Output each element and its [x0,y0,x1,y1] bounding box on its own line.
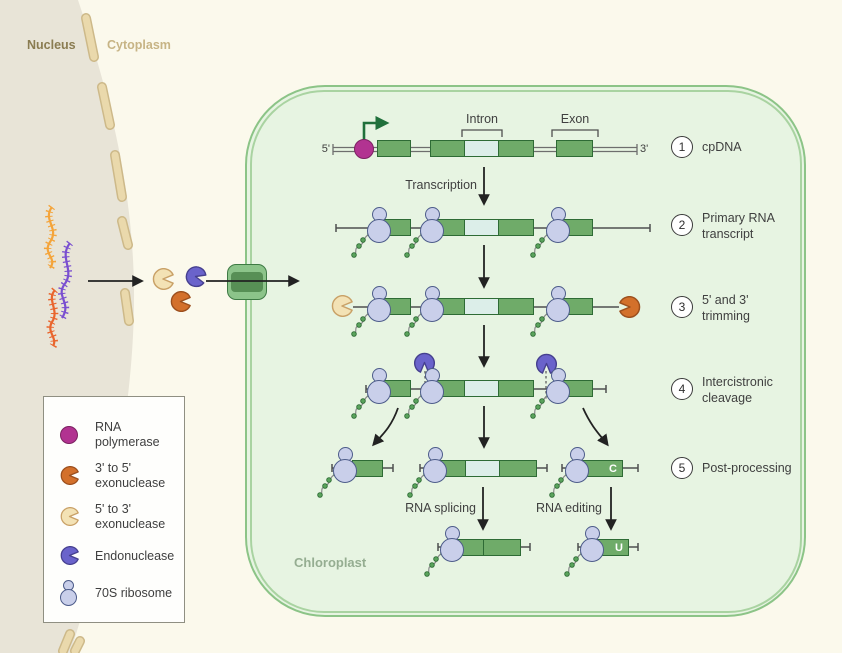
edited-base-c: C [609,462,617,475]
gene-box [377,140,411,157]
ribosome-70s [530,368,571,419]
step-number: 5 [678,461,686,475]
gene-box [498,298,534,315]
step-number: 1 [678,140,686,154]
step-number: 2 [678,218,686,232]
step-circle-2: 2 [671,214,693,236]
ribosome-70s [407,447,448,498]
edited-base-u: U [615,541,623,554]
step-circle-5: 5 [671,457,693,479]
gene-box [430,140,465,157]
legend-item-endonuclease: Endonuclease [56,537,174,574]
intron-box [464,219,499,236]
3-to-5-exonuclease-icon [170,291,191,312]
3-to-5-exonuclease-icon [619,296,641,318]
ribosome-70s [564,526,605,577]
nucleus-label: Nucleus [27,38,76,52]
ribosome-70s [351,368,392,419]
endonuclease-icon [185,266,207,288]
ribosome-70s [317,447,358,498]
ribosome-70s [404,286,445,337]
exon-box [556,140,593,157]
legend-item-5-to-3-exonuclease: 5' to 3'exonuclease [56,496,174,537]
membrane-channel-icon [227,264,267,300]
mrna-squiggle-red [46,287,59,348]
intron-box [464,140,499,157]
chloroplast-label: Chloroplast [294,555,367,570]
mrna-squiggle-orange [44,204,57,271]
ribosome-70s [404,207,445,258]
gene-box [483,539,521,556]
step-label-cpdna: cpDNA [702,140,742,154]
legend-item-3-to-5-exonuclease: 3' to 5'exonuclease [56,455,174,496]
intron-label: Intron [466,112,498,126]
step-label-trimming: 5' and 3'trimming [702,293,750,323]
ribosome-70s [530,286,571,337]
5-to-3-exonuclease-icon [152,268,174,290]
gene-box [499,460,537,477]
rna-polymerase-icon [60,425,78,444]
step-circle-1: 1 [671,136,693,158]
step-number: 3 [678,300,686,314]
5-to-3-exonuclease-icon [331,295,353,317]
three-prime-label: 3' [640,143,649,155]
3-to-5-exonuclease-icon [60,466,79,486]
five-prime-label: 5' [321,143,330,155]
ribosome-70s [404,368,445,419]
gene-box [498,140,534,157]
step-label-post-processing: Post-processing [702,461,792,475]
5-to-3-exonuclease-icon [60,507,79,527]
ribosome-70s-icon [60,579,78,607]
ribosome-70s [351,286,392,337]
rna-polymerase-icon [354,139,374,159]
exon-label: Exon [560,112,590,126]
step-circle-4: 4 [671,378,693,400]
step-number: 4 [678,382,686,396]
intron-box [464,298,499,315]
rna-splicing-label: RNA splicing [405,501,476,515]
ribosome-70s [549,447,590,498]
intron-box [464,380,499,397]
legend-item-70s-ribosome: 70S ribosome [56,575,174,612]
ribosome-70s [351,207,392,258]
gene-box [498,219,534,236]
intron-box [465,460,500,477]
mrna-squiggle-purple [57,240,74,321]
endonuclease-icon [60,546,79,566]
step-circle-3: 3 [671,296,693,318]
chloroplast-membrane [245,85,806,617]
rna-editing-label: RNA editing [535,501,602,515]
transcription-label: Transcription [405,178,477,192]
ribosome-70s [424,526,465,577]
gene-box [498,380,534,397]
cytoplasm-label: Cytoplasm [107,38,171,52]
ribosome-70s [530,207,571,258]
